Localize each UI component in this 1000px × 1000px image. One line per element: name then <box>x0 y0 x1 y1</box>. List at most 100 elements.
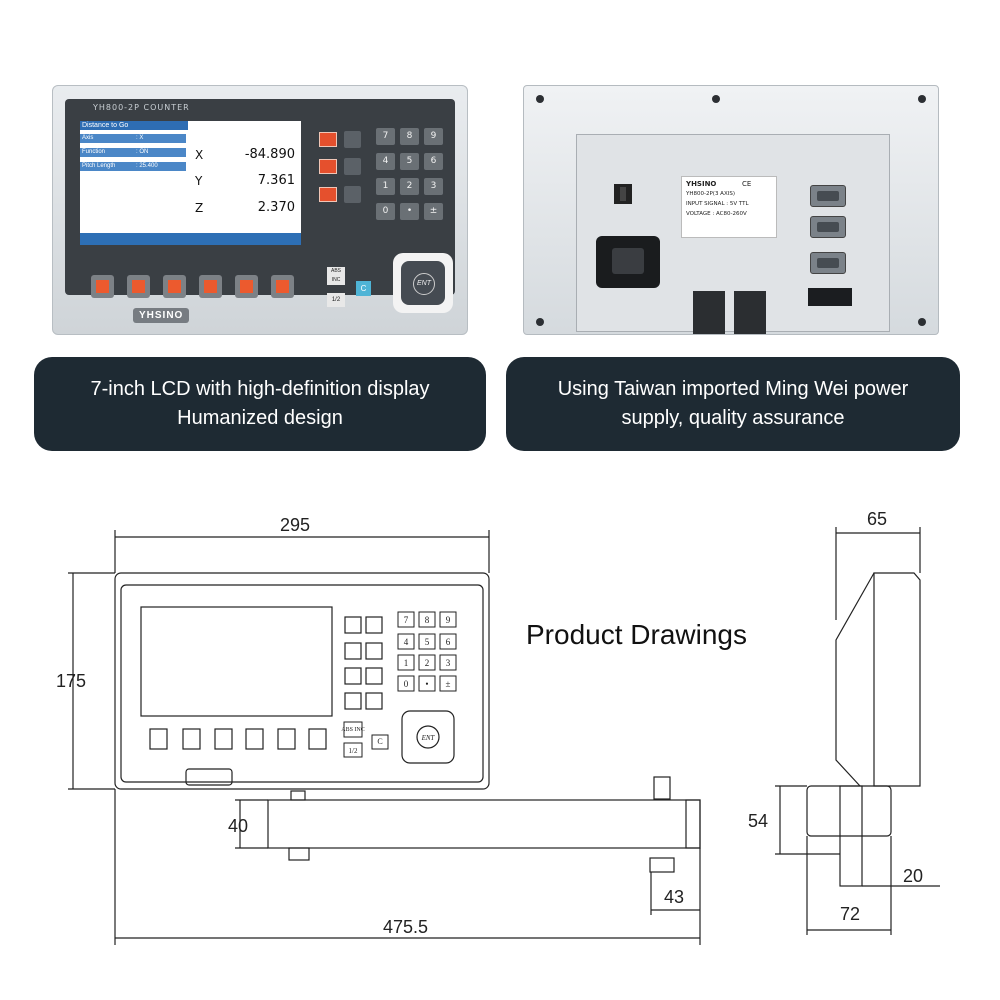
lcd-row-axis: Axis : X <box>80 134 186 143</box>
banner-right-line2: supply, quality assurance <box>621 407 845 429</box>
drawing-softkey <box>245 728 264 750</box>
drawing-key-5: 5 <box>425 637 430 647</box>
mount-clamp <box>734 291 766 334</box>
lcd-row-function: Function : ON <box>80 148 186 157</box>
banner-left-line1: 7-inch LCD with high-definition display <box>90 378 430 400</box>
drawing-lcd <box>140 606 333 717</box>
key-9[interactable]: 9 <box>424 128 443 145</box>
enter-dpad[interactable]: ENT <box>393 253 453 313</box>
axis-zero-y-button[interactable] <box>319 159 337 174</box>
key-plusminus[interactable]: ± <box>424 203 443 220</box>
drawing-clear: C <box>377 737 382 746</box>
drawing-side-body <box>873 572 921 787</box>
drawing-logo-plate <box>185 768 233 786</box>
lcd-header: Distance to Go <box>80 121 188 130</box>
lcd-screen: Distance to Go Axis : X Function : ON Pitc… <box>80 121 301 245</box>
key-2[interactable]: 2 <box>400 178 419 195</box>
drawing-side-bracket <box>806 785 892 837</box>
power-socket <box>596 236 660 288</box>
drawing-half: 1/2 <box>349 747 358 755</box>
row-label: Function <box>82 149 106 155</box>
db9-port-z[interactable] <box>810 252 846 274</box>
abs-inc-button[interactable]: ABS INC <box>327 267 345 285</box>
db9-port-y[interactable] <box>810 216 846 238</box>
dim-height: 175 <box>56 671 87 691</box>
drawing-front-bezel <box>120 584 484 783</box>
drawing-softkey <box>214 728 233 750</box>
half-button[interactable]: 1/2 <box>327 293 345 307</box>
ce-mark: CE <box>742 180 752 188</box>
clear-button[interactable]: C <box>356 281 371 296</box>
softkey-3[interactable] <box>163 275 186 298</box>
drawing-arm-end <box>685 799 701 849</box>
dim-depth: 65 <box>867 509 888 529</box>
db9-port-x[interactable] <box>810 185 846 207</box>
drawing-axis-key <box>344 616 362 634</box>
softkey-4[interactable] <box>199 275 222 298</box>
key-0[interactable]: 0 <box>376 203 395 220</box>
drawing-key-1: 1 <box>404 658 409 668</box>
drawing-side-slope <box>835 572 875 787</box>
drawing-axis-key <box>344 642 362 660</box>
key-dot[interactable]: • <box>400 203 419 220</box>
key-4[interactable]: 4 <box>376 153 395 170</box>
banner-right-line1: Using Taiwan imported Ming Wei power <box>557 378 909 400</box>
screw <box>712 95 720 103</box>
axis-key-x[interactable] <box>344 131 361 148</box>
drawing-key-6: 6 <box>446 637 451 647</box>
label-voltage: VOLTAGE : AC80-260V <box>686 211 747 217</box>
axis-x-label: X <box>195 148 204 162</box>
drawing-title: Product Drawings <box>526 619 747 650</box>
drawing-key-dot: • <box>425 679 428 689</box>
row-value: : X <box>136 135 144 141</box>
softkey-5[interactable] <box>235 275 258 298</box>
drawing-arm <box>267 799 701 849</box>
key-3[interactable]: 3 <box>424 178 443 195</box>
key-8[interactable]: 8 <box>400 128 419 145</box>
drawing-front-outline <box>114 572 490 790</box>
axis-key-z[interactable] <box>344 186 361 203</box>
key-5[interactable]: 5 <box>400 153 419 170</box>
softkey-6[interactable] <box>271 275 294 298</box>
dim-bracket-height: 54 <box>748 811 769 831</box>
row-label: Pitch Length <box>82 163 116 169</box>
drawing-enter <box>416 725 440 749</box>
lcd-footer <box>80 233 301 245</box>
drawing-key-7: 7 <box>404 615 409 625</box>
power-switch[interactable] <box>614 184 632 204</box>
row-value: : 25.400 <box>136 163 158 169</box>
row-label: Axis <box>82 135 94 141</box>
axis-y-label: Y <box>195 174 203 188</box>
label-brand: YHSINO <box>686 180 717 188</box>
rear-block <box>808 288 852 306</box>
key-7[interactable]: 7 <box>376 128 395 145</box>
drawing-key-9: 9 <box>446 615 451 625</box>
axis-x-value: -84.890 <box>244 147 295 162</box>
screw <box>918 318 926 326</box>
dim-width: 295 <box>280 515 311 535</box>
front-panel-face: YH800-2P COUNTER Distance to Go Axis: X … <box>65 99 455 313</box>
dpad-body: ENT <box>401 261 445 305</box>
row-value: : ON <box>136 149 149 155</box>
drawing-bolt <box>290 790 306 801</box>
softkey-1[interactable] <box>91 275 114 298</box>
label-model: YH800-2P(3 AXIS) <box>686 191 735 197</box>
axis-zero-z-button[interactable] <box>319 187 337 202</box>
enter-button[interactable]: ENT <box>413 273 435 295</box>
dim-total-length: 475.5 <box>383 917 429 937</box>
axis-zero-x-button[interactable] <box>319 132 337 147</box>
banner-left-line2: Humanized design <box>177 407 343 429</box>
drawing-bolt <box>653 776 671 800</box>
label-input: INPUT SIGNAL : 5V TTL <box>686 201 749 207</box>
lcd-readout: X -84.890 Y 7.361 Z 2.370 <box>190 121 301 233</box>
front-panel-photo: YH800-2P COUNTER Distance to Go Axis: X … <box>52 85 468 335</box>
spec-label: YHSINO CE YH800-2P(3 AXIS) INPUT SIGNAL … <box>681 176 777 238</box>
lcd-row-pitch: Pitch Length : 25.400 <box>80 162 186 171</box>
key-1[interactable]: 1 <box>376 178 395 195</box>
drawing-softkey <box>149 728 168 750</box>
drawing-bolt <box>649 857 675 873</box>
softkey-2[interactable] <box>127 275 150 298</box>
key-6[interactable]: 6 <box>424 153 443 170</box>
axis-key-y[interactable] <box>344 158 361 175</box>
